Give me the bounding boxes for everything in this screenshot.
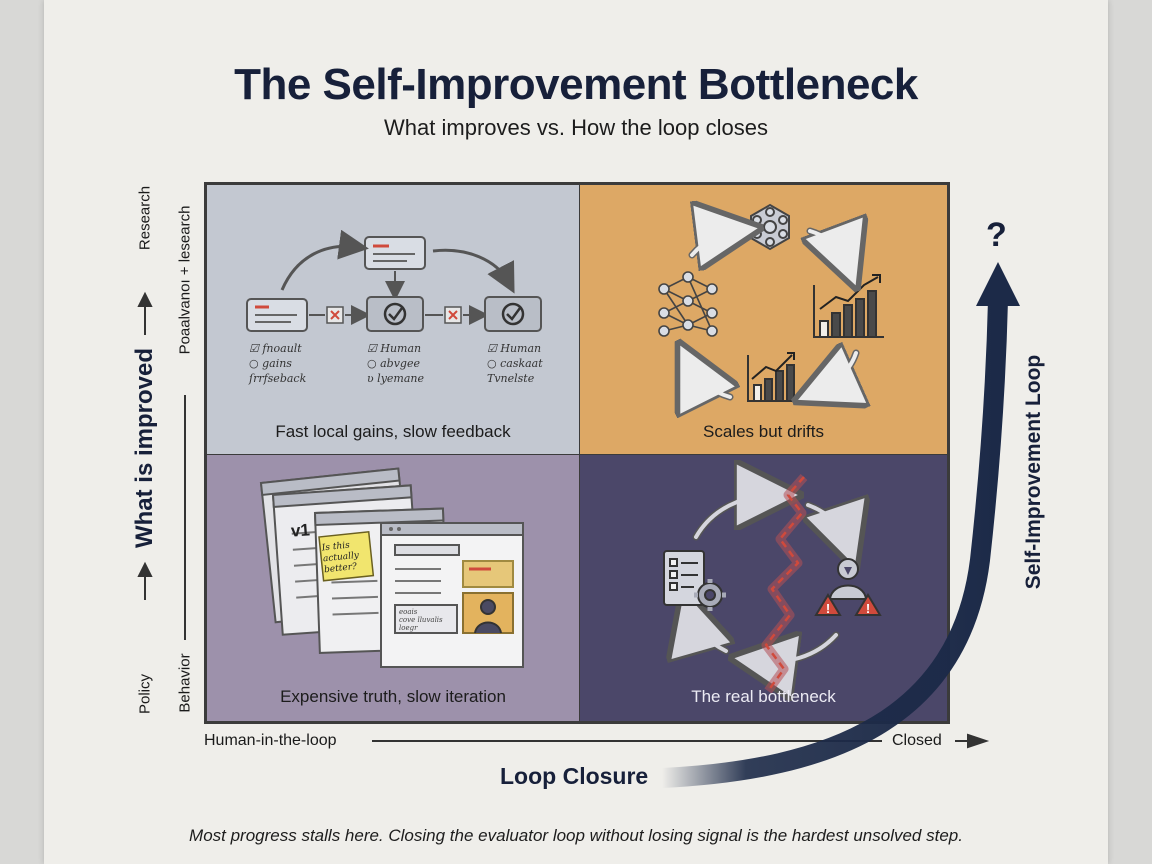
quadrant-grid: ☑ fnoault ○ gains ſrrfseback ☑ Human ○ a…: [204, 182, 950, 724]
doc-front: [380, 522, 524, 668]
document-stack-illustration: [259, 467, 524, 668]
question-mark: ?: [986, 216, 1007, 254]
note-line: Tvnelste: [487, 372, 535, 385]
checklist-gear-icon: [663, 550, 726, 611]
svg-text:!: !: [866, 601, 870, 616]
check-card-middle: [366, 296, 424, 332]
quadrant-bottom-right-label: The real bottleneck: [691, 687, 836, 706]
note-line: ſrrfseback: [249, 372, 307, 385]
quadrant-bottom-right: ! ! The real bottleneck: [580, 455, 947, 721]
reject-mark-icon-2: [444, 306, 462, 324]
note-line: ○ gains: [249, 357, 292, 370]
note-column-3: ☑ Human ○ caskaat Tvnelste: [487, 341, 543, 386]
y-arrow-upper-head: [137, 291, 153, 307]
reject-mark-icon: [326, 306, 344, 324]
curve-arrow-head: [976, 262, 1020, 306]
note-line: ʋ lyemane: [367, 372, 425, 385]
x-axis-right-label: Closed: [892, 732, 942, 749]
left-doc-card: [246, 298, 308, 332]
rising-bar-chart-icon: [813, 274, 884, 338]
quadrant-bottom-left: v1 Is this actually better? eoais cove l…: [207, 455, 580, 721]
y-arrow-lower-head: [137, 561, 153, 577]
scribble-line: cove lluvalis: [399, 616, 443, 624]
check-card-right: [484, 296, 542, 332]
note-line: ○ caskaat: [487, 357, 543, 370]
note-column-1: ☑ fnoault ○ gains ſrrfseback: [249, 341, 306, 386]
svg-text:!: !: [826, 601, 830, 616]
curve-label: Self-Improvement Loop: [1022, 354, 1045, 590]
quadrant-top-right-label: Scales but drifts: [703, 422, 824, 441]
pipeline-illustration: [246, 229, 542, 332]
quadrant-top-right: Scales but drifts: [580, 185, 947, 455]
note-column-2: ☑ Human ○ abvgee ʋ lyemane: [367, 341, 424, 386]
crack-line: [761, 474, 808, 694]
quadrant-top-left: ☑ fnoault ○ gains ſrrfseback ☑ Human ○ a…: [207, 185, 580, 455]
quadrant-top-left-label: Fast local gains, slow feedback: [275, 422, 511, 441]
note-line: ☑ fnoault: [249, 342, 302, 355]
doc-scribble: eoais cove lluvalis loegr: [399, 608, 443, 632]
note-line: ☑ Human: [367, 342, 422, 355]
page-subtitle: What improves vs. How the loop closes: [384, 115, 768, 140]
x-axis-title: Loop Closure: [500, 763, 649, 789]
sticky-note: [318, 530, 375, 582]
note-line: ☑ Human: [487, 342, 542, 355]
footer-caption: Most progress stalls here. Closing the e…: [189, 826, 963, 845]
page-title: The Self-Improvement Bottleneck: [234, 60, 918, 109]
x-axis-left-label: Human-in-the-loop: [204, 732, 337, 749]
quadrant-bottom-left-label: Expensive truth, slow iteration: [280, 687, 506, 706]
top-doc-card: [364, 236, 426, 270]
scribble-line: eoais: [399, 608, 418, 616]
broken-loop-illustration: ! !: [663, 455, 882, 721]
person-warning-icon: ! !: [814, 558, 882, 616]
scribble-line: loegr: [399, 624, 418, 632]
curve-body: [661, 299, 1008, 788]
note-line: ○ abvgee: [367, 357, 420, 370]
drift-cycle-illustration: [658, 185, 884, 455]
neural-network-icon: [658, 271, 718, 337]
